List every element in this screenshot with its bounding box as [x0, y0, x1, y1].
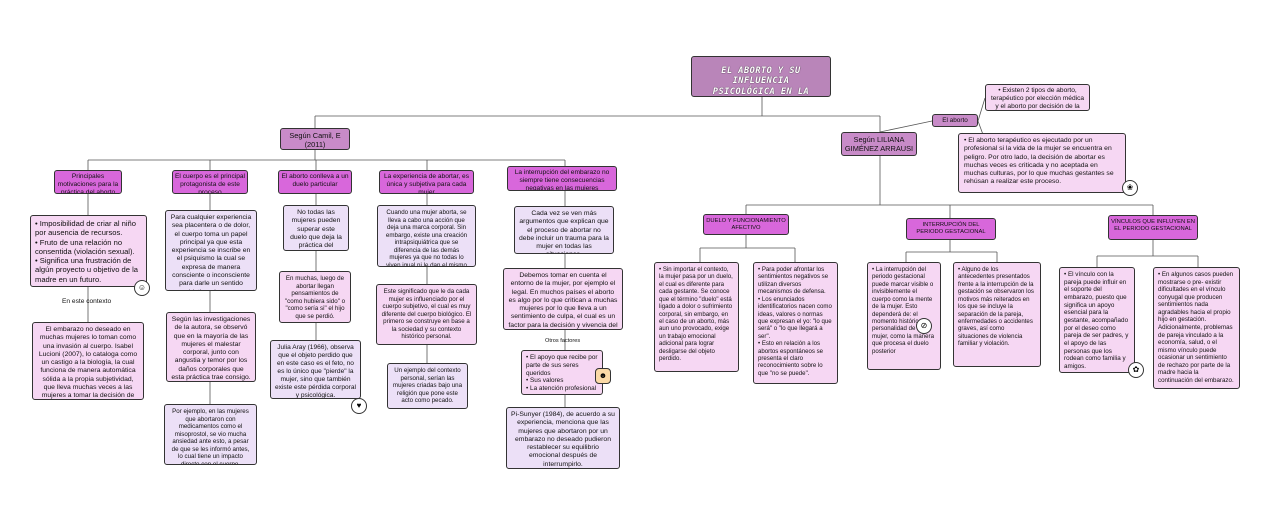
r3-header: VÍNCULOS QUE INFLUYEN EN EL PERIODO GEST… [1108, 215, 1198, 240]
col1-list-item: • Imposibilidad de criar al niño por aus… [35, 219, 137, 238]
col2-box-1: Para cualquier experiencia sea placenter… [165, 210, 257, 291]
r1-box-b: • Para poder afrontar los sentimientos n… [753, 262, 838, 384]
col5-otros-item: • El apoyo que recibe por parte de sus s… [526, 354, 598, 377]
ghost-sticker-icon: ☻ [595, 368, 611, 384]
r1-box-b-item: • Los enunciados identificatorios nacen … [758, 295, 832, 340]
col2-box-3: Por ejemplo, en las mujeres que abortaro… [164, 404, 257, 465]
map-title: EL ABORTO Y SU INFLUENCIA PSICOLÓGICA EN… [691, 56, 831, 97]
r1-header: DUELO Y FUNCIONAMIENTO AFECTIVO [703, 214, 789, 235]
r1-box-b-item: • Esto en relación a los abortos espontá… [758, 340, 824, 377]
r1-box-b-item: • Para poder afrontar los sentimientos n… [758, 266, 829, 296]
tipos-aborto-node: • Existen 2 tipos de aborto, terapéutico… [985, 84, 1090, 111]
col4-box-3: Un ejemplo del contexto personal, serían… [387, 363, 468, 409]
left-author-line-2: (2011) [304, 140, 326, 150]
baby-sticker-icon: ☺ [134, 280, 150, 296]
col5-otros-list: • El apoyo que recibe por parte de sus s… [521, 350, 603, 395]
col1-list: • Imposibilidad de criar al niño por aus… [30, 215, 147, 287]
r2-box-a: • La interrupción del periodo gestaciona… [867, 262, 941, 370]
flower-sticker-icon: ✿ [1128, 362, 1144, 378]
col3-box-3: Julia Aray (1966), observa que el objeto… [270, 340, 361, 399]
col1-list-item: • Fruto de una relación no consentida (v… [35, 237, 135, 256]
col5-box-2: Debemos tomar en cuenta el entorno de la… [503, 268, 623, 330]
col5-header: La interrupción del embarazo no siempre … [507, 166, 617, 191]
col5-otros-label: Otros factores [545, 338, 581, 344]
col5-otros-item: • La atención profesional [526, 385, 597, 393]
left-author-node: Según Camil, E (2011) [280, 128, 350, 150]
r3-box-a: • El vínculo con la pareja puede influir… [1059, 267, 1135, 373]
left-author-line-1: Según Camil, E [289, 131, 341, 140]
col1-context-text: El embarazo no deseado en muchas mujeres… [32, 322, 144, 400]
right-author-line-2: GIMÉNEZ ARRAUSI [844, 144, 914, 154]
col2-box-2: Según las investigaciones de la autora, … [166, 312, 256, 382]
r1-box-a: • Sin importar el contexto, la mujer pas… [654, 262, 739, 372]
heart-sticker-icon: ♥ [351, 398, 367, 414]
col4-header: La experiencia de abortar, es única y su… [379, 170, 474, 194]
r3-box-b: • En algunos casos pueden mostrarse o pr… [1153, 267, 1240, 389]
col4-box-1: Cuando una mujer aborta, se lleva a cabo… [377, 205, 476, 267]
col1-list-item: • Significa una frustración de algún pro… [35, 256, 139, 284]
aborto-label-node: El aborto [932, 114, 978, 127]
no-symbol-sticker-icon: ⊘ [916, 318, 932, 334]
col5-box-1: Cada vez se ven más argumentos que expli… [514, 206, 614, 254]
col3-header: El aborto conlleva a un duelo particular [278, 170, 352, 194]
col5-otros-item: • Sus valores [526, 377, 564, 385]
col1-context-label: En este contexto [62, 298, 112, 305]
woman-sticker-icon: ❀ [1122, 180, 1138, 196]
col4-box-2: Este significado que le da cada mujer es… [376, 284, 477, 345]
col3-box-2: En muchas, luego de abortar llegan pensa… [279, 271, 351, 323]
col3-box-1: No todas las mujeres pueden superar este… [283, 205, 349, 251]
col5-box-3: Pi-Sunyer (1984), de acuerdo a su experi… [506, 407, 620, 469]
right-author-node: Según LILIANA GIMÉNEZ ARRAUSI [841, 132, 917, 156]
right-author-line-1: Según LILIANA [853, 135, 905, 144]
title-line-2: PSICOLÓGICA EN LA MUJER [712, 86, 810, 97]
col2-header: El cuerpo es el principal protagonista d… [172, 170, 248, 194]
terapeutico-node: • El aborto terapéutico es ejecutado por… [958, 133, 1126, 193]
title-line-1: EL ABORTO Y SU INFLUENCIA [721, 66, 801, 87]
col1-header: Principales motivaciones para la práctic… [54, 170, 122, 194]
r2-box-b: • Alguno de los antecedentes presentados… [953, 262, 1041, 367]
r2-header: INTERRUPCIÓN DEL PERIODO GESTACIONAL [906, 218, 996, 240]
